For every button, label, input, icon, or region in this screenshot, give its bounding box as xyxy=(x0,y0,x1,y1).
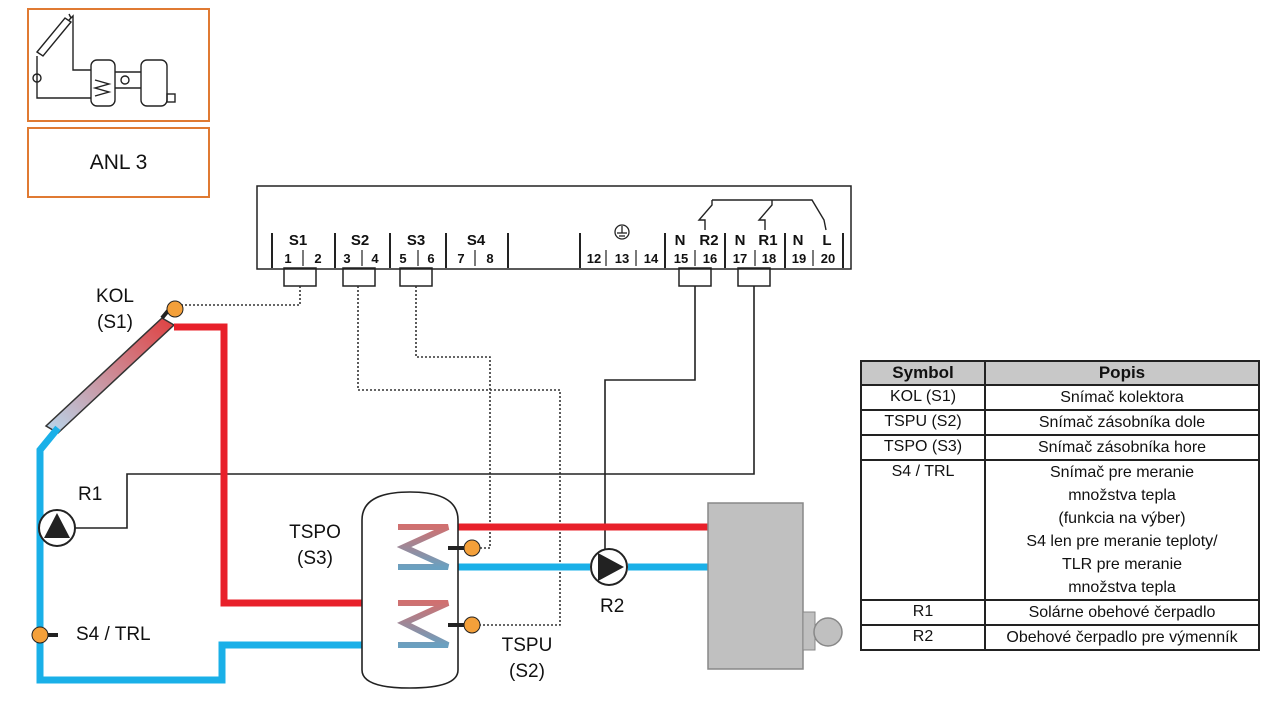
system-thumbnail-icon xyxy=(32,13,176,107)
terminal-number: 16 xyxy=(703,251,717,266)
terminal-group-n-3: N xyxy=(793,232,804,249)
terminal-group-s3: S3 xyxy=(407,232,425,249)
relay-contacts-icon xyxy=(697,199,827,231)
legend-header-row: Symbol Popis xyxy=(860,360,1260,386)
kol-label-line: (S1) xyxy=(97,312,133,333)
tspo-label-line: (S3) xyxy=(297,548,333,569)
terminal-group-n-1: N xyxy=(675,232,686,249)
pump-r1-icon xyxy=(38,509,76,547)
tspu-sensor-icon xyxy=(463,616,481,634)
tspo-label: TSPO (S3) xyxy=(280,520,350,572)
legend-description-line: Snímač pre meranie xyxy=(1049,464,1195,481)
legend-symbol: TSPO (S3) xyxy=(860,434,986,461)
terminal-number: 12 xyxy=(587,251,601,266)
legend-description: Snímač zásobníka hore xyxy=(984,434,1260,461)
legend-description-line: Snímač kolektora xyxy=(1060,389,1184,406)
terminal-group-l: L xyxy=(822,232,831,249)
terminal-number: 20 xyxy=(821,251,835,266)
legend-symbol: TSPU (S2) xyxy=(860,409,986,436)
terminal-group-s4: S4 xyxy=(467,232,486,249)
legend-row: TSPO (S3) Snímač zásobníka hore xyxy=(860,434,1260,461)
pump-wires xyxy=(72,286,755,560)
s4-label: S4 / TRL xyxy=(76,624,151,645)
terminal-number: 1 xyxy=(284,251,291,266)
terminal-group-s2: S2 xyxy=(351,232,369,249)
legend-symbol: KOL (S1) xyxy=(860,384,986,411)
sensor-wires xyxy=(178,286,561,626)
kol-label: KOL (S1) xyxy=(80,284,150,336)
terminal-number: 15 xyxy=(674,251,688,266)
pump-r2-icon xyxy=(590,548,628,586)
legend-description-line: (funkcia na výber) xyxy=(1058,510,1186,527)
legend-description-line: Solárne obehové čerpadlo xyxy=(1028,604,1216,621)
tspu-label-line: TSPU xyxy=(501,635,553,656)
earth-icon xyxy=(614,224,630,240)
terminal-group-s1: S1 xyxy=(289,232,307,249)
legend-description-line: S4 len pre meranie teploty/ xyxy=(1026,533,1218,550)
legend-symbol: R1 xyxy=(860,599,986,626)
terminal-number: 17 xyxy=(733,251,747,266)
collector-sensor-icon xyxy=(166,300,184,318)
legend-header-symbol: Symbol xyxy=(860,360,986,386)
terminal-group-r2: R2 xyxy=(699,232,718,249)
terminal-number: 6 xyxy=(427,251,434,266)
legend-row: KOL (S1) Snímač kolektora xyxy=(860,384,1260,411)
legend-description-line: TLR pre meranie xyxy=(1061,556,1183,573)
s4-sensor-icon xyxy=(31,626,49,644)
legend-description-line: množstva tepla xyxy=(1068,579,1176,596)
terminal-number: 19 xyxy=(792,251,806,266)
tspo-sensor-icon xyxy=(463,539,481,557)
controller-terminal-box: S1 S2 S3 S4 N R2 N R1 N L 1 2 3 4 5 6 7 … xyxy=(256,185,852,270)
boiler xyxy=(707,502,843,670)
legend-description: Solárne obehové čerpadlo xyxy=(984,599,1260,626)
terminal-number: 3 xyxy=(343,251,350,266)
legend-row: R1 Solárne obehové čerpadlo xyxy=(860,599,1260,626)
legend-description-line: Snímač zásobníka hore xyxy=(1037,439,1207,456)
legend-description-line: Snímač zásobníka dole xyxy=(1038,414,1206,431)
legend-symbol: S4 / TRL xyxy=(860,459,986,601)
r1-label: R1 xyxy=(78,484,103,505)
legend-row: R2 Obehové čerpadlo pre výmenník xyxy=(860,624,1260,651)
legend-symbol: R2 xyxy=(860,624,986,651)
tspu-label: TSPU (S2) xyxy=(492,633,562,685)
legend-description-line: množstva tepla xyxy=(1068,487,1176,504)
legend-description: Snímač kolektora xyxy=(984,384,1260,411)
terminal-number: 7 xyxy=(457,251,464,266)
tspu-label-line: (S2) xyxy=(509,661,545,682)
legend-description: Snímač pre meranie množstva tepla (funkc… xyxy=(984,459,1260,601)
terminal-number: 4 xyxy=(371,251,379,266)
terminal-number: 13 xyxy=(615,251,629,266)
terminal-number: 18 xyxy=(762,251,776,266)
terminal-group-n-2: N xyxy=(735,232,746,249)
variant-label: ANL 3 xyxy=(27,127,210,198)
variant-text: ANL 3 xyxy=(89,150,148,174)
system-thumbnail xyxy=(27,8,210,122)
terminal-group-r1: R1 xyxy=(758,232,777,249)
legend-description: Obehové čerpadlo pre výmenník xyxy=(984,624,1260,651)
terminal-number: 14 xyxy=(644,251,659,266)
legend-row: TSPU (S2) Snímač zásobníka dole xyxy=(860,409,1260,436)
r2-label: R2 xyxy=(600,596,625,617)
legend-table: Symbol Popis KOL (S1) Snímač kolektora T… xyxy=(860,360,1260,651)
terminal-number: 5 xyxy=(399,251,406,266)
legend-description: Snímač zásobníka dole xyxy=(984,409,1260,436)
legend-row: S4 / TRL Snímač pre meranie množstva tep… xyxy=(860,459,1260,601)
terminal-number: 8 xyxy=(486,251,493,266)
tspo-label-line: TSPO xyxy=(289,522,341,543)
legend-description-line: Obehové čerpadlo pre výmenník xyxy=(1006,629,1238,646)
terminal-number: 2 xyxy=(314,251,321,266)
terminal-connectors xyxy=(283,267,771,287)
kol-label-line: KOL xyxy=(95,286,135,307)
storage-tank xyxy=(361,491,481,689)
legend-header-description: Popis xyxy=(984,360,1260,386)
